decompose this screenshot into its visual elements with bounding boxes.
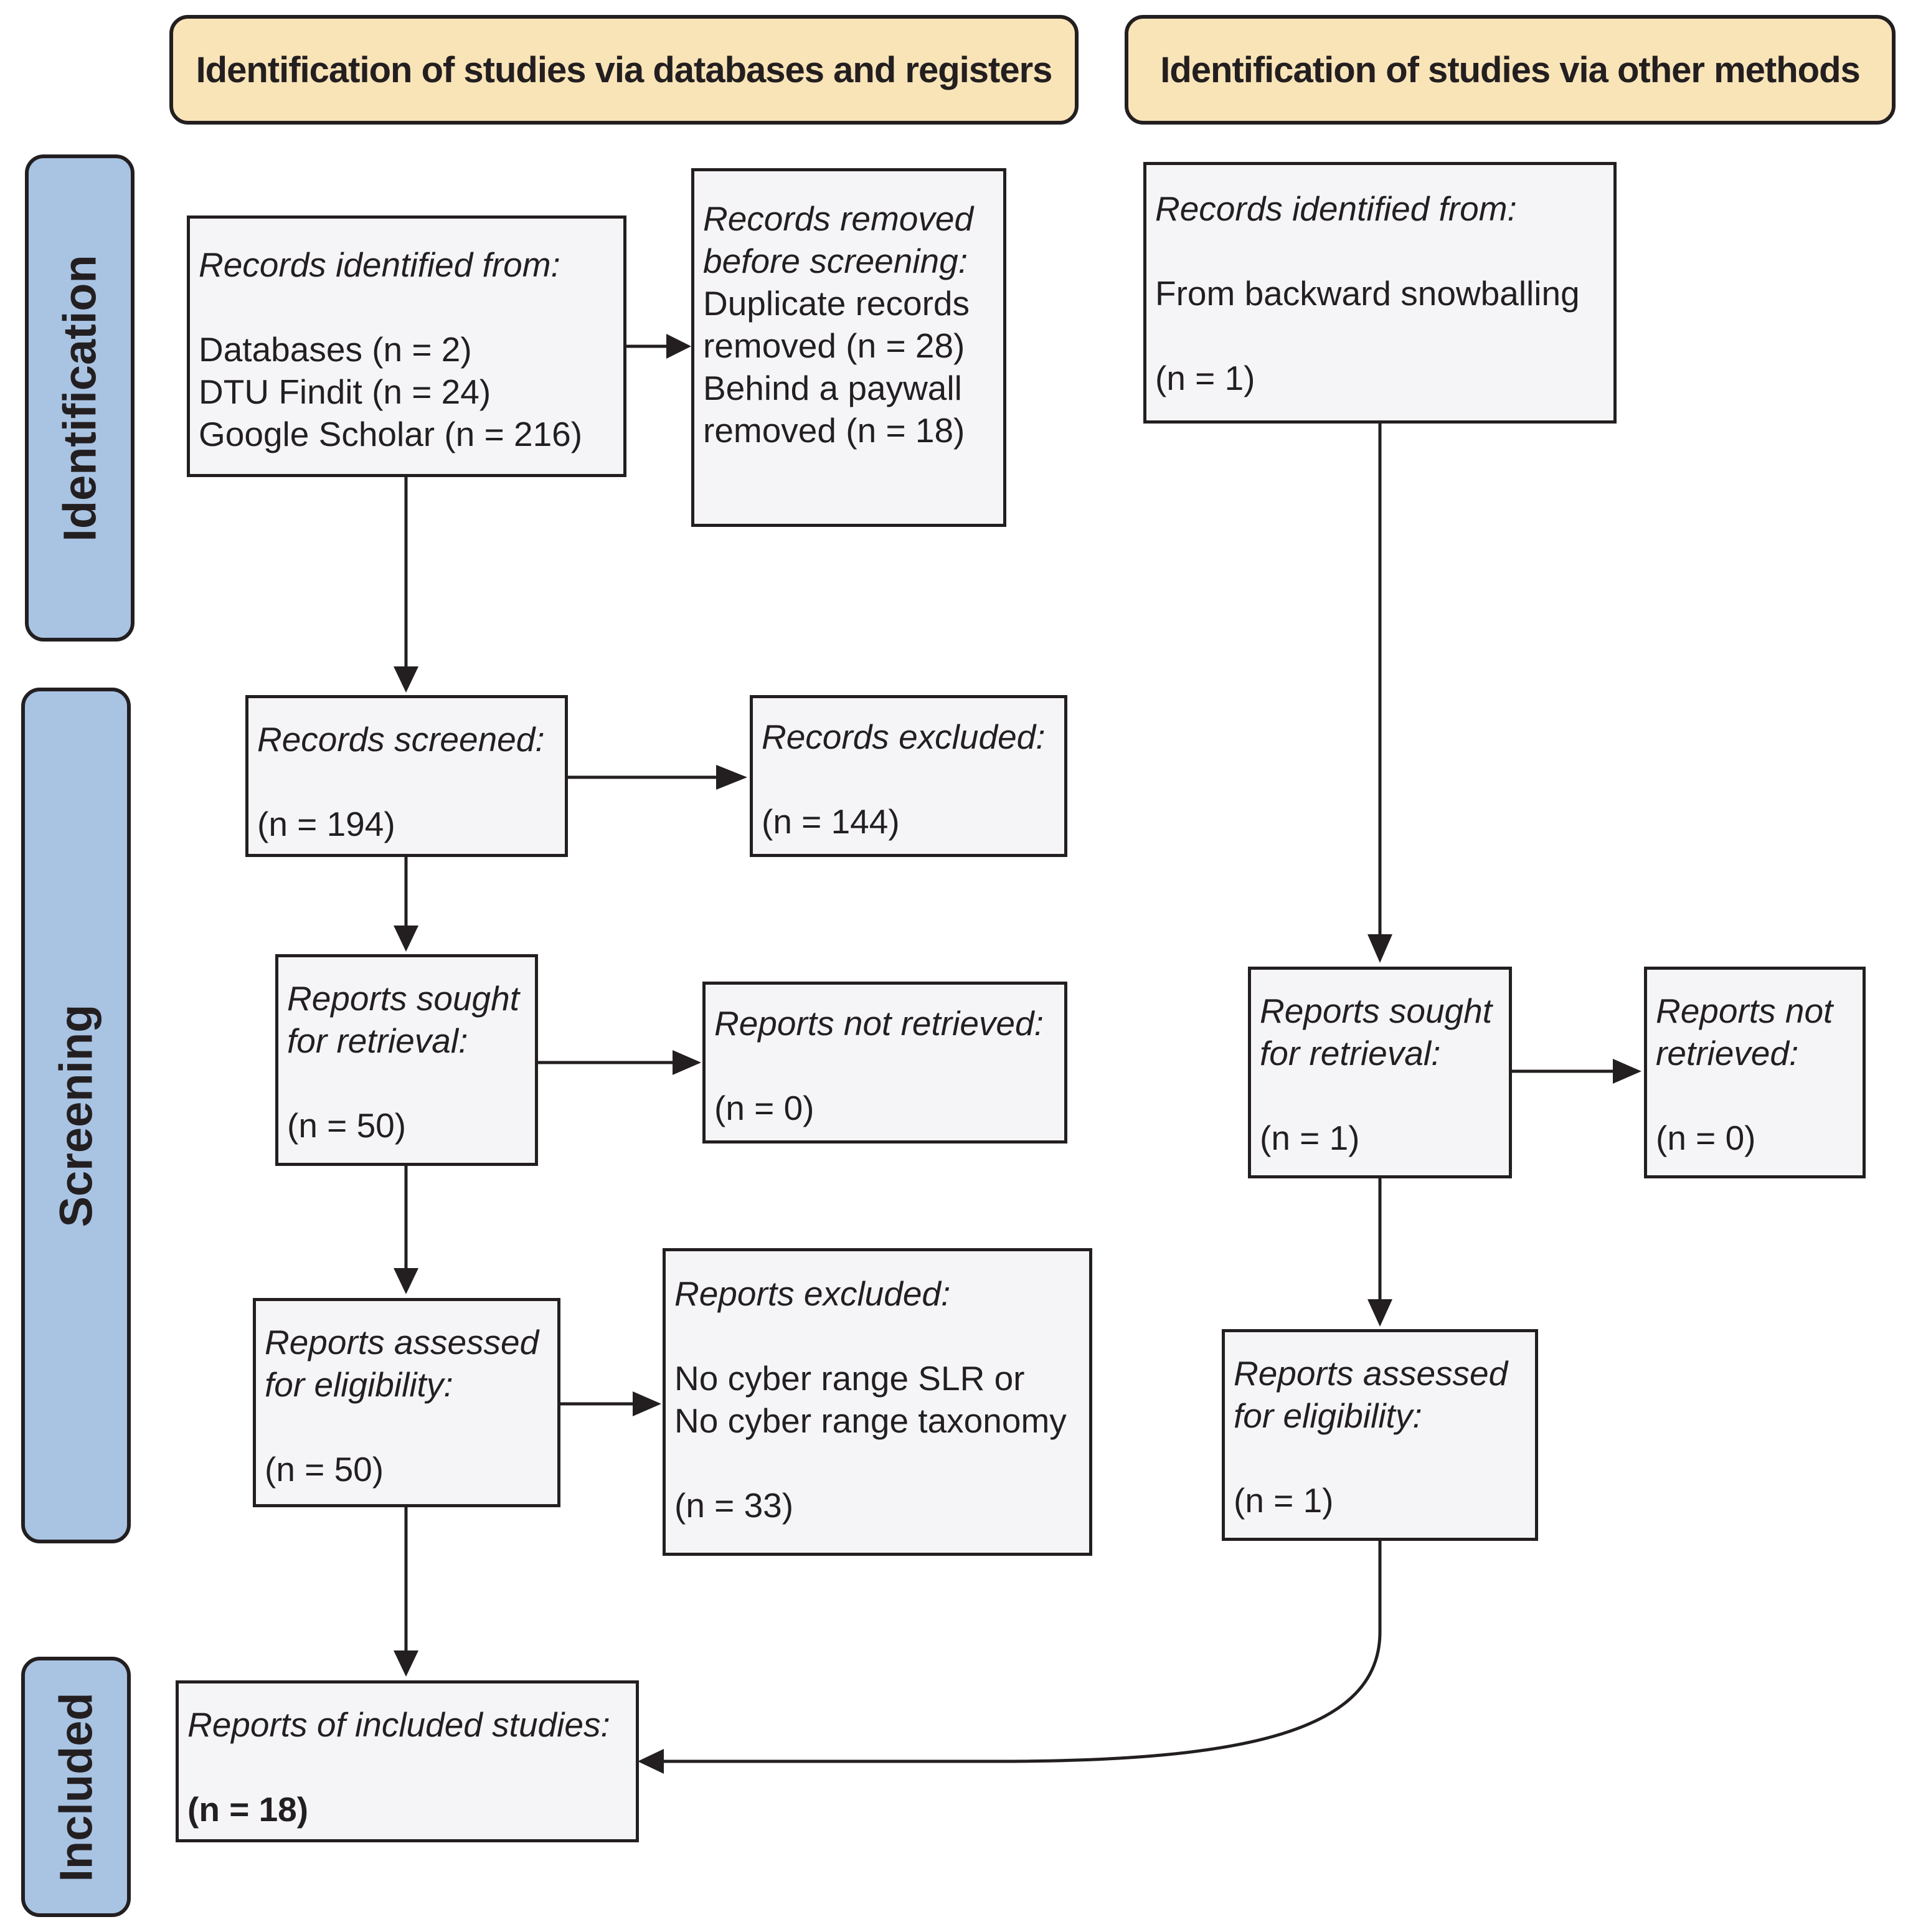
arrowheads bbox=[394, 334, 1641, 1774]
included-studies-count: (n = 18) bbox=[187, 1790, 309, 1829]
records-removed-paywall-count: removed (n = 18) bbox=[703, 411, 965, 450]
reports-assessed-other-title-1: Reports assessed bbox=[1234, 1354, 1508, 1393]
included-studies-title: Reports of included studies: bbox=[187, 1705, 610, 1744]
box-reports-assessed-other: Reports assessed for eligibility: (n = 1… bbox=[1222, 1329, 1538, 1541]
reports-excluded-count: (n = 33) bbox=[674, 1486, 794, 1525]
phase-included: Included bbox=[21, 1657, 131, 1917]
records-removed-title-1: Records removed bbox=[703, 199, 974, 238]
arrowhead-other-assessed-to-included bbox=[638, 1749, 664, 1774]
arrowhead-sought-to-assessed bbox=[394, 1268, 418, 1294]
box-records-identified-other: Records identified from: From backward s… bbox=[1143, 162, 1617, 424]
box-records-identified: Records identified from: Databases (n = … bbox=[187, 215, 626, 477]
reports-excluded-reason-2: No cyber range taxonomy bbox=[674, 1401, 1067, 1440]
box-records-removed: Records removed before screening: Duplic… bbox=[691, 168, 1006, 527]
arrowhead-identified-to-removed bbox=[666, 334, 691, 359]
records-excluded-title: Records excluded: bbox=[762, 717, 1046, 756]
records-identified-google-scholar: Google Scholar (n = 216) bbox=[199, 415, 583, 453]
reports-sought-count: (n = 50) bbox=[287, 1106, 407, 1145]
records-removed-duplicates-count: removed (n = 28) bbox=[703, 326, 965, 365]
reports-excluded-title: Reports excluded: bbox=[674, 1274, 951, 1313]
records-identified-other-title: Records identified from: bbox=[1155, 189, 1517, 228]
records-removed-paywall: Behind a paywall bbox=[703, 369, 962, 407]
reports-not-retrieved-other-title-1: Reports not bbox=[1656, 992, 1833, 1030]
arrowhead-assessed-to-excluded bbox=[633, 1391, 661, 1416]
reports-sought-title-1: Reports sought bbox=[287, 979, 519, 1018]
arrowhead-other-sought-to-assessed bbox=[1367, 1299, 1392, 1327]
reports-assessed-title-2: for eligibility: bbox=[265, 1365, 453, 1404]
box-reports-not-retrieved: Reports not retrieved: (n = 0) bbox=[702, 982, 1067, 1144]
arrowhead-screened-to-sought bbox=[394, 926, 418, 952]
records-identified-other-source: From backward snowballing bbox=[1155, 274, 1580, 313]
reports-sought-other-title-1: Reports sought bbox=[1260, 992, 1492, 1030]
records-identified-dtu-findit: DTU Findit (n = 24) bbox=[199, 372, 491, 411]
arrowhead-other-identified-to-sought bbox=[1367, 934, 1392, 963]
reports-not-retrieved-other-title-2: retrieved: bbox=[1656, 1034, 1799, 1073]
reports-not-retrieved-title: Reports not retrieved: bbox=[714, 1004, 1044, 1043]
reports-not-retrieved-other-count: (n = 0) bbox=[1656, 1119, 1756, 1157]
arrowhead-other-sought-to-not-retrieved bbox=[1613, 1059, 1641, 1084]
arrowhead-identified-to-screened bbox=[394, 666, 418, 693]
box-reports-sought-other: Reports sought for retrieval: (n = 1) bbox=[1248, 967, 1512, 1178]
box-reports-not-retrieved-other: Reports not retrieved: (n = 0) bbox=[1644, 967, 1866, 1178]
reports-sought-other-count: (n = 1) bbox=[1260, 1119, 1360, 1157]
records-identified-databases: Databases (n = 2) bbox=[199, 330, 472, 369]
box-reports-assessed: Reports assessed for eligibility: (n = 5… bbox=[253, 1298, 560, 1507]
arrow-other-assessed-to-included bbox=[664, 1541, 1382, 1763]
reports-assessed-other-count: (n = 1) bbox=[1234, 1481, 1334, 1520]
reports-excluded-reason-1: No cyber range SLR or bbox=[674, 1359, 1025, 1398]
header-other-methods: Identification of studies via other meth… bbox=[1125, 15, 1896, 125]
reports-sought-other-title-2: for retrieval: bbox=[1260, 1034, 1441, 1073]
records-screened-count: (n = 194) bbox=[257, 805, 395, 843]
box-records-screened: Records screened: (n = 194) bbox=[245, 695, 568, 857]
phase-identification: Identification bbox=[25, 154, 135, 642]
box-included-studies: Reports of included studies: (n = 18) bbox=[176, 1680, 639, 1842]
reports-assessed-count: (n = 50) bbox=[265, 1450, 384, 1489]
arrowhead-assessed-to-included bbox=[394, 1650, 418, 1677]
phase-screening: Screening bbox=[21, 688, 131, 1543]
arrowhead-sought-to-not-retrieved bbox=[673, 1050, 701, 1075]
reports-assessed-other-title-2: for eligibility: bbox=[1234, 1396, 1422, 1435]
records-removed-duplicates: Duplicate records bbox=[703, 284, 970, 323]
records-removed-title-2: before screening: bbox=[703, 242, 968, 280]
box-records-excluded: Records excluded: (n = 144) bbox=[750, 695, 1067, 857]
arrowhead-screened-to-excluded bbox=[716, 765, 747, 790]
records-identified-title: Records identified from: bbox=[199, 245, 560, 284]
header-databases-registers: Identification of studies via databases … bbox=[169, 15, 1079, 125]
records-identified-other-count: (n = 1) bbox=[1155, 359, 1255, 397]
reports-assessed-title-1: Reports assessed bbox=[265, 1323, 539, 1361]
records-screened-title: Records screened: bbox=[257, 720, 545, 759]
box-reports-sought: Reports sought for retrieval: (n = 50) bbox=[275, 954, 538, 1166]
box-reports-excluded: Reports excluded: No cyber range SLR or … bbox=[663, 1248, 1092, 1556]
records-excluded-count: (n = 144) bbox=[762, 802, 900, 841]
reports-not-retrieved-count: (n = 0) bbox=[714, 1089, 815, 1127]
reports-sought-title-2: for retrieval: bbox=[287, 1021, 468, 1060]
